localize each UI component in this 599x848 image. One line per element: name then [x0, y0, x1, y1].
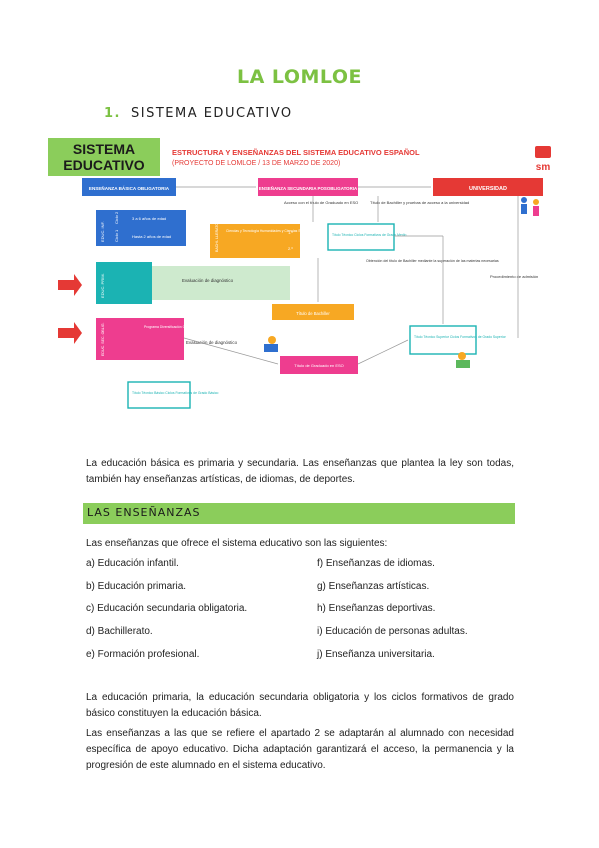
tecnico-basico-box: [127, 381, 191, 409]
obtencion-bachiller-label: Obtención del título de Bachiller median…: [366, 259, 499, 263]
section-heading-sistema-educativo: 1. SISTEMA EDUCATIVO: [104, 106, 293, 121]
tecnico-superior-label: Título Técnico Superior Ciclos Formativo…: [414, 335, 507, 339]
primaria-block: [96, 262, 152, 304]
sm-logo-icon: [535, 146, 551, 158]
graduado-eso-label: Título de Graduado en ESO: [294, 363, 344, 368]
student-icon-2: [456, 352, 470, 368]
paragraph-adaptacion: Las enseñanzas a las que se refiere el a…: [86, 728, 514, 771]
list-item: d) Bachillerato.: [86, 626, 153, 637]
list-item: c) Educación secundaria obligatoria.: [86, 603, 248, 614]
infantil-ciclo2-desc: 3 a 6 años de edad: [132, 216, 166, 221]
tecnico-medio-label: Título Técnico Ciclos Formativos de Grad…: [332, 233, 406, 237]
list-item: j) Enseñanza universitaria.: [317, 649, 435, 660]
list-item: g) Enseñanzas artísticas.: [317, 581, 430, 592]
tecnico-superior-box: [409, 325, 477, 355]
tecnico-medio-box: [327, 223, 395, 251]
ciclo2-label: Ciclo 2: [114, 211, 119, 224]
paragraph-educacion-basica: La educación básica es primaria y secund…: [86, 458, 514, 485]
list-item: f) Enseñanzas de idiomas.: [317, 558, 435, 569]
diagram-header-subtitle: (PROYECTO DE LOMLOE / 13 DE MARZO DE 202…: [172, 160, 340, 167]
red-arrow-icon-2: [58, 322, 82, 344]
diagram-badge: [48, 138, 160, 176]
list-item: a) Educación infantil.: [86, 558, 179, 569]
bach-year-2: 2.º: [288, 246, 293, 251]
box-ensenanza-secundaria: [258, 178, 358, 196]
section-band-las-ensenanzas: LAS ENSEÑANZAS: [83, 503, 515, 524]
box-universidad-label: UNIVERSIDAD: [469, 186, 507, 192]
intro-ensenanzas: Las enseñanzas que ofrece el sistema edu…: [86, 538, 388, 549]
badge-line1: SISTEMA: [73, 141, 135, 157]
red-arrow-icon: [58, 274, 82, 296]
label-titulo-bachiller-pruebas: Título de Bachiller y pruebas de acceso …: [370, 200, 469, 205]
list-item: e) Formación profesional.: [86, 649, 200, 660]
diversificacion-label: Programa Diversificación Curricular: [144, 325, 198, 329]
diagram-connectors: [183, 196, 519, 365]
document-title: LA LOMLOE: [237, 66, 362, 88]
titulo-bachiller-label: Título de Bachiller: [296, 311, 330, 316]
box-ensenanza-secundaria-label: ENSEÑANZA SECUNDARIA POSOBLIGATORIA: [259, 186, 358, 191]
student-icon: [264, 336, 278, 352]
list-item: i) Educación de personas adultas.: [317, 626, 468, 637]
section-number: 1.: [104, 106, 121, 121]
primaria-label: EDUC. PRIM.: [100, 273, 105, 298]
ciclo1-label: Ciclo 1: [114, 229, 119, 242]
eval-diag-1: Evaluación de diagnóstico: [182, 278, 234, 283]
infantil-label: EDUC. INF.: [100, 221, 105, 242]
paragraph-educacion-primaria: La educación primaria, la educación secu…: [86, 692, 514, 719]
diagram-header-title: ESTRUCTURA Y ENSEÑANZAS DEL SISTEMA EDUC…: [172, 148, 420, 157]
graduado-eso-box: [280, 356, 358, 374]
eso-block: [96, 318, 184, 360]
box-ensenanza-basica: [82, 178, 176, 196]
infantil-block: [96, 210, 186, 246]
titulo-bachiller-box: [272, 304, 354, 320]
box-ensenanza-basica-label: ENSEÑANZA BÁSICA OBLIGATORIA: [89, 185, 170, 191]
bachillerato-label: BACHI- LLERATO: [215, 223, 219, 252]
section-title: LAS ENSEÑANZAS: [87, 506, 201, 519]
bachillerato-options: Ciencias y Tecnología Humanidades y Cien…: [226, 229, 320, 233]
primaria-highlight: [152, 266, 290, 300]
procedimiento-admision-label: Procedimiento de admisión: [490, 274, 538, 279]
label-acceso-eso: Acceso con el título de Graduado en ESO: [284, 200, 358, 205]
sm-logo: sm: [536, 162, 551, 173]
bachillerato-block: [210, 224, 300, 258]
badge-line2: EDUCATIVO: [63, 157, 145, 173]
bach-year-1: 1.º: [288, 230, 293, 235]
eval-diag-2: Evaluación de diagnóstico: [186, 340, 238, 345]
box-universidad: [433, 178, 543, 196]
infantil-ciclo1-desc: Hasta 2 años de edad: [132, 234, 171, 239]
list-item: b) Educación primaria.: [86, 581, 187, 592]
tecnico-basico-label: Título Técnico Básico Ciclos Formativos …: [132, 391, 219, 395]
list-item: h) Enseñanzas deportivas.: [317, 603, 436, 614]
section-title: SISTEMA EDUCATIVO: [130, 106, 293, 121]
person-icon: [521, 197, 539, 216]
education-system-diagram: SISTEMA EDUCATIVO ESTRUCTURA Y ENSEÑANZA…: [48, 138, 553, 410]
eso-label: EDUC. SEC. OBLIG.: [101, 322, 105, 356]
